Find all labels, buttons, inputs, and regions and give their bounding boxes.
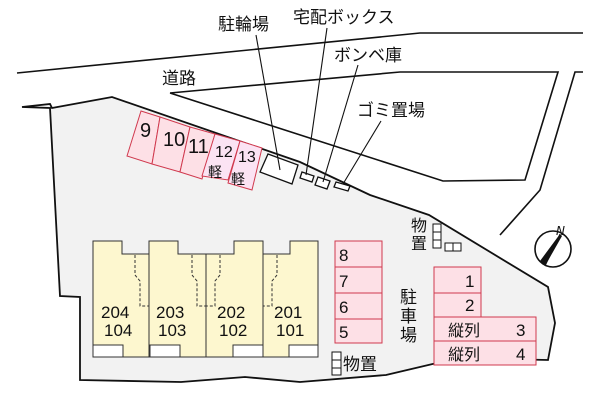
storage-top-label-2: 置 bbox=[411, 234, 427, 253]
gas-cylinder-storage[interactable] bbox=[314, 176, 331, 190]
parking-top-row: 9 10 11 12 13 軽 軽 bbox=[126, 110, 263, 191]
parking-11-label: 11 bbox=[188, 136, 209, 158]
parking-label-1: 駐 bbox=[400, 288, 417, 308]
parking-right-block: 1 2 縦列 3 縦列 4 bbox=[433, 266, 537, 366]
leader-lines bbox=[255, 27, 382, 185]
unit-101-label: 101 bbox=[276, 321, 304, 340]
parking-5-label: 5 bbox=[339, 323, 348, 342]
parking-1-label: 1 bbox=[465, 272, 474, 291]
facilities-top bbox=[259, 153, 351, 192]
parking-8-label: 8 bbox=[339, 246, 348, 265]
parking-13-kei: 軽 bbox=[231, 172, 245, 188]
parking-3-note: 縦列 bbox=[448, 321, 480, 340]
unit-104-label: 104 bbox=[104, 321, 132, 340]
parking-4-label: 4 bbox=[516, 345, 525, 364]
gas-cylinder-storage-label: ボンベ庫 bbox=[334, 46, 402, 66]
parking-label-3: 場 bbox=[400, 326, 417, 346]
parking-7-label: 7 bbox=[339, 272, 348, 291]
unit-203-label: 203 bbox=[156, 303, 184, 322]
road-label: 道路 bbox=[162, 69, 196, 89]
unit-204-label: 204 bbox=[101, 303, 129, 322]
parking-space-5[interactable] bbox=[334, 318, 383, 344]
unit-201-entry bbox=[288, 344, 319, 358]
parking-space-6[interactable] bbox=[334, 292, 383, 320]
delivery-box-label: 宅配ボックス bbox=[293, 8, 395, 28]
storage-top[interactable] bbox=[432, 223, 462, 252]
unit-103-label: 103 bbox=[158, 321, 186, 340]
parking-space-8[interactable] bbox=[334, 240, 383, 268]
parking-label-2: 車 bbox=[400, 307, 417, 327]
parking-middle-column: 8 7 6 5 bbox=[334, 240, 383, 344]
parking-space-3[interactable] bbox=[433, 316, 537, 342]
parking-6-label: 6 bbox=[339, 298, 348, 317]
delivery-box[interactable] bbox=[299, 171, 315, 183]
unit-102-label: 102 bbox=[219, 321, 247, 340]
unit-204-entry bbox=[92, 344, 124, 358]
parking-space-4[interactable] bbox=[433, 340, 537, 366]
unit-201-label: 201 bbox=[274, 303, 302, 322]
parking-2-label: 2 bbox=[465, 296, 474, 315]
storage-top-label-1: 物 bbox=[411, 216, 427, 235]
garbage-box[interactable] bbox=[333, 181, 351, 192]
parking-13-label: 13 bbox=[238, 149, 256, 166]
building: 204 104 203 103 202 102 201 101 bbox=[92, 240, 319, 358]
parking-space-12[interactable] bbox=[201, 133, 241, 181]
compass-north-label: N bbox=[556, 224, 565, 238]
garbage-area-label: ゴミ置場 bbox=[357, 100, 425, 121]
parking-10-label: 10 bbox=[163, 129, 185, 151]
road-lines bbox=[16, 32, 583, 236]
storage-bottom-label: 物置 bbox=[343, 355, 377, 375]
parking-3-label: 3 bbox=[516, 321, 525, 340]
parking-space-1[interactable] bbox=[433, 266, 482, 294]
compass-icon: N bbox=[534, 224, 572, 268]
parking-12-kei: 軽 bbox=[208, 165, 222, 181]
bicycle-parking-label: 駐輪場 bbox=[218, 15, 269, 35]
parking-9-label: 9 bbox=[140, 120, 151, 142]
parking-space-11[interactable] bbox=[179, 126, 216, 180]
parking-space-13[interactable] bbox=[227, 140, 263, 191]
storage-bottom[interactable] bbox=[331, 351, 342, 376]
parking-12-label: 12 bbox=[215, 144, 233, 161]
unit-202-entry bbox=[232, 344, 264, 358]
unit-203-entry bbox=[149, 344, 181, 358]
parking-space-2[interactable] bbox=[433, 292, 482, 318]
unit-202-label: 202 bbox=[217, 303, 245, 322]
parking-4-note: 縦列 bbox=[448, 345, 480, 364]
bicycle-parking-box[interactable] bbox=[259, 153, 299, 185]
